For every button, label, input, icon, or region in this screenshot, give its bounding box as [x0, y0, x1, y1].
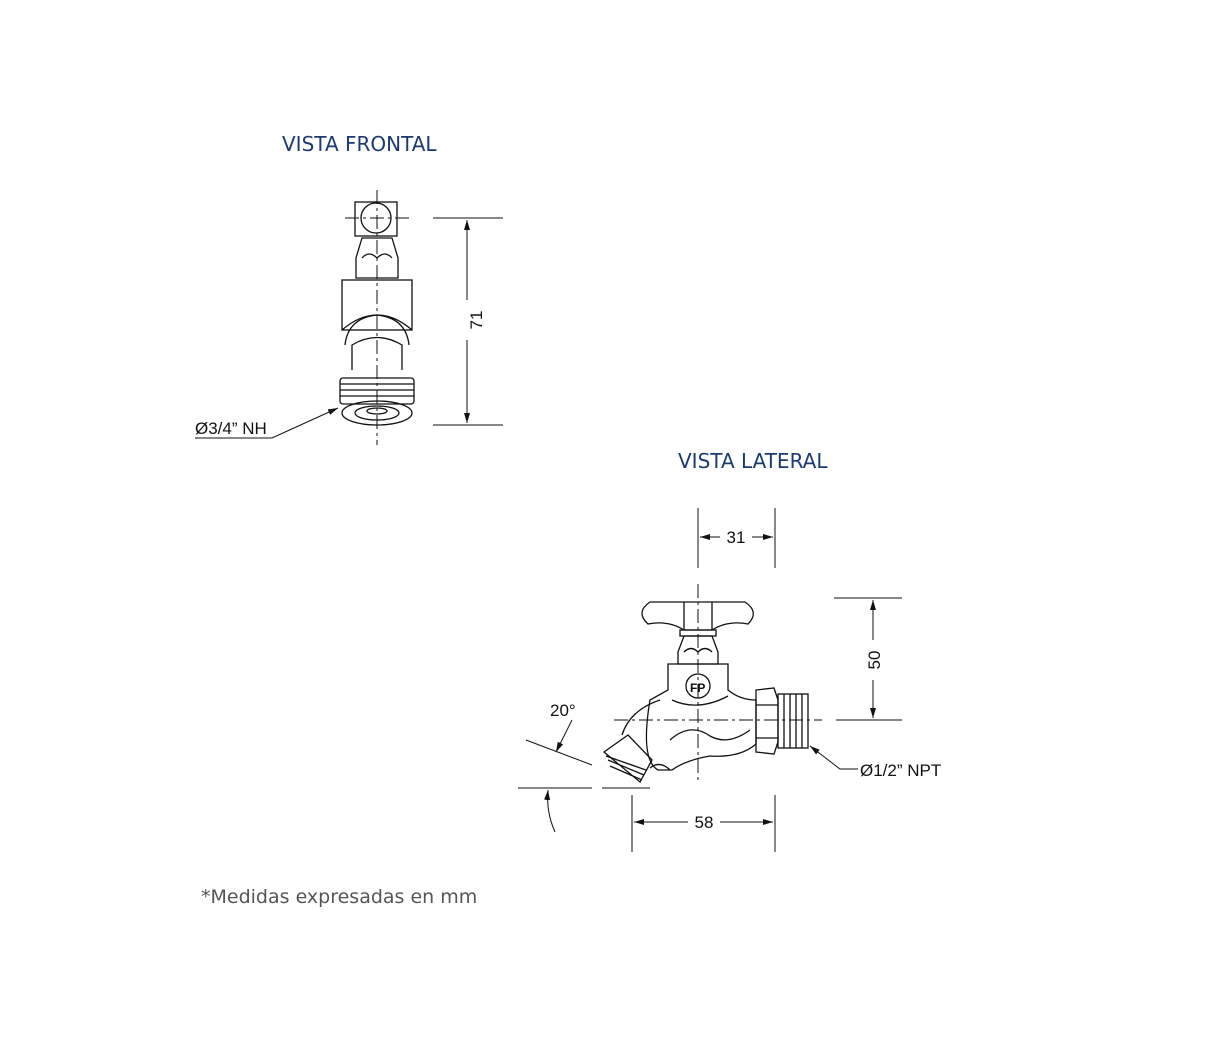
side-view-drawing [518, 508, 902, 852]
side-handle-offset-dimension: 31 [727, 528, 746, 547]
side-angle-dimension: 20° [550, 701, 576, 720]
front-view-drawing [195, 190, 503, 445]
units-note: *Medidas expresadas en mm [201, 886, 478, 908]
side-inlet-thread-label: Ø1/2” NPT [860, 761, 941, 780]
side-height-dimension: 50 [865, 651, 884, 670]
side-logo: FP [690, 681, 705, 695]
front-thread-label: Ø3/4” NH [195, 419, 267, 438]
side-length-dimension: 58 [695, 813, 714, 832]
front-height-dimension: 71 [467, 311, 486, 330]
side-view-title: VISTA LATERAL [678, 449, 828, 473]
front-view-title: VISTA FRONTAL [282, 132, 437, 156]
